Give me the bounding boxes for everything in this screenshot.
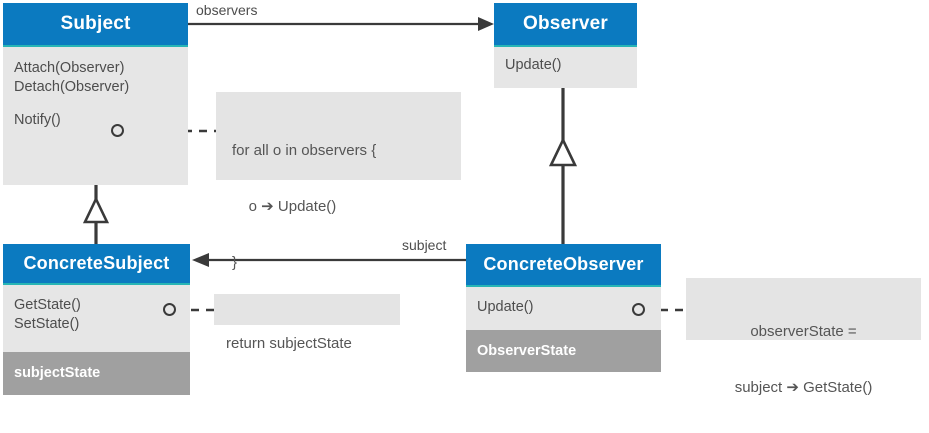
note-getstate-line-1: return subjectState [226,335,352,352]
attribute-subjectstate: subjectState [14,365,101,381]
class-subject-operations: Attach(Observer) Detach(Observer) Notify… [3,47,188,183]
note-notify-line-3: } [232,253,238,271]
generalization-concretesubject [82,185,110,246]
note-notify-line-2: o ➔ Update() [232,197,337,215]
getstate-dependency-socket [163,303,176,316]
uml-class-diagram: Subject Attach(Observer) Detach(Observer… [3,2,921,396]
generalization-concreteobserver [548,88,578,246]
note-update-body: observerState = subject ➔ GetState() [686,278,921,396]
class-observer-operations: Update() [494,47,637,86]
class-subject[interactable]: Subject Attach(Observer) Detach(Observer… [3,3,188,185]
operation-notify: Notify() [14,112,61,129]
class-concrete-subject-operations: GetState() SetState() [3,285,190,352]
class-concrete-observer-attributes: ObserverState [466,330,661,372]
class-subject-title: Subject [3,3,188,47]
association-observers [188,17,494,31]
class-concrete-subject-title: ConcreteSubject [3,244,190,285]
class-concrete-observer[interactable]: ConcreteObserver Update() ObserverState [466,244,661,372]
note-update-line-1: observerState = [750,323,857,340]
class-observer[interactable]: Observer Update() [494,3,637,88]
association-label-observers: observers [196,2,258,18]
class-concrete-subject-attributes: subjectState [3,352,190,395]
note-update-line-2: subject ➔ GetState() [734,378,873,396]
attribute-observerstate: ObserverState [477,343,577,359]
class-concrete-subject[interactable]: ConcreteSubject GetState() SetState() su… [3,244,190,395]
note-notify-body: for all o in observers { o ➔ Update() } [216,92,461,271]
operation-attach: Attach(Observer) [14,60,125,76]
note-notify-line-1: for all o in observers { [232,142,377,159]
association-label-subject: subject [402,237,447,253]
operation-update: Update() [477,299,534,315]
operation-setstate: SetState() [14,315,80,332]
operation-detach: Detach(Observer) [14,78,130,95]
operation-update: Update() [505,57,562,73]
notify-dependency-socket [111,124,124,137]
update-dependency-socket [632,303,645,316]
class-concrete-observer-operations: Update() [466,287,661,330]
note-getstate-body: return subjectState [214,294,400,352]
operation-getstate: GetState() [14,297,81,313]
class-concrete-observer-title: ConcreteObserver [466,244,661,287]
class-observer-title: Observer [494,3,637,47]
